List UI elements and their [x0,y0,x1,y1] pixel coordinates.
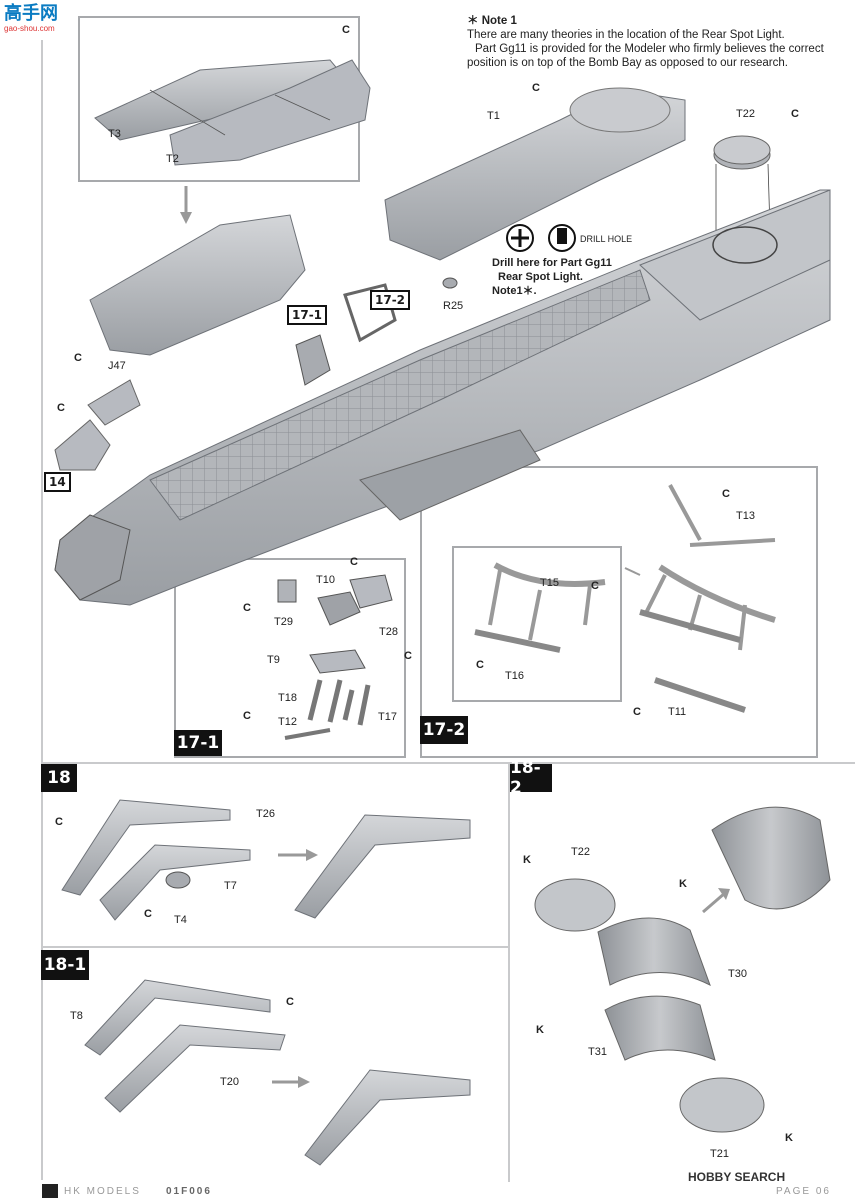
part-label-t15: T15 [540,577,559,589]
marker-k-3: K [536,1024,544,1036]
note-line-3: position is on top of the Bomb Bay as op… [467,57,788,69]
part-label-t31: T31 [588,1046,607,1058]
part-label-t2: T2 [166,153,179,165]
part-label-t1: T1 [487,110,500,122]
tag-17-2: 17-2 [370,290,411,310]
drill-note-line-2: Rear Spot Light. [498,271,583,283]
marker-c-16: C [286,996,294,1008]
section-divider [41,762,855,764]
part-label-t7: T7 [224,880,237,892]
part-label-t28: T28 [379,626,398,638]
part-label-t4: T4 [174,914,187,926]
part-label-t12: T12 [278,716,297,728]
marker-c-12: C [476,659,484,671]
marker-c-4: C [74,352,82,364]
marker-c-7: C [243,602,251,614]
panels-t2-t3 [94,59,371,166]
tag-step-14: 14 [44,472,71,492]
drill-note-line-3: Note1＊. [492,285,537,297]
part-label-t20: T20 [220,1076,239,1088]
logo-text: 高手网 [4,3,58,24]
marker-c-14: C [55,816,63,828]
step-bar-17-2: 17-2 [420,716,468,744]
note-block: ＊ Note 1 There are many theories in the … [467,14,847,70]
marker-k-4: K [785,1132,793,1144]
frame-17-2 [420,466,818,758]
part-label-t10: T10 [316,574,335,586]
part-label-t26: T26 [256,808,275,820]
part-label-t29: T29 [274,616,293,628]
step-bar-18: 18 [41,764,77,792]
drill-hole-label: DRILL HOLE [580,234,633,244]
part-label-t13: T13 [736,510,755,522]
marker-c-10: C [722,488,730,500]
marker-c-8: C [404,650,412,662]
tag-17-1: 17-1 [287,305,328,325]
step-bar-18-2: 18-2 [510,758,552,798]
part-label-t8: T8 [70,1010,83,1022]
site-logo: 高手网 gao-shou.com [4,4,76,34]
part-label-t22-b: T22 [571,846,590,858]
footer-code: 01F006 [166,1186,212,1197]
frame-17-2-inner [452,546,622,702]
note-line-2: Part Gg11 is provided for the Modeler wh… [475,43,824,55]
marker-c-11: C [591,580,599,592]
part-label-t16: T16 [505,670,524,682]
part-label-t21: T21 [710,1148,729,1160]
drill-note: Drill here for Part Gg11 Rear Spot Light… [492,256,642,298]
marker-k-1: K [523,854,531,866]
part-label-t17: T17 [378,711,397,723]
part-label-j47: J47 [108,360,126,372]
marker-c-2: C [532,82,540,94]
note-line-1: There are many theories in the location … [467,29,785,41]
step-bar-17-1: 17-1 [174,730,222,756]
logo-subtext: gao-shou.com [4,24,55,33]
part-label-r25: R25 [443,300,464,312]
frame-17-1 [174,558,406,758]
section-divider-18-1 [41,946,508,948]
step-bar-18-1: 18-1 [41,950,89,980]
fuselage [54,189,831,606]
footer-page: PAGE 06 [776,1186,831,1197]
marker-c-1: C [342,24,350,36]
marker-c-13: C [633,706,641,718]
part-label-t3: T3 [108,128,121,140]
left-rule [41,40,43,1180]
part-label-t30: T30 [728,968,747,980]
footer-brand: HK MODELS [64,1186,141,1197]
part-label-t9: T9 [267,654,280,666]
footer-logo-mark [42,1184,58,1198]
marker-c-15: C [144,908,152,920]
note-heading: ＊ Note 1 [467,15,517,27]
marker-c-6: C [350,556,358,568]
part-label-t11: T11 [668,706,687,718]
marker-c-5: C [57,402,65,414]
marker-k-2: K [679,878,687,890]
drill-note-line-1: Drill here for Part Gg11 [492,257,612,269]
section-divider-vertical [508,762,510,1182]
marker-c-9: C [243,710,251,722]
marker-c-3: C [791,108,799,120]
part-label-t18: T18 [278,692,297,704]
part-label-t22: T22 [736,108,755,120]
footer-hobby-search: HOBBY SEARCH [688,1170,786,1184]
